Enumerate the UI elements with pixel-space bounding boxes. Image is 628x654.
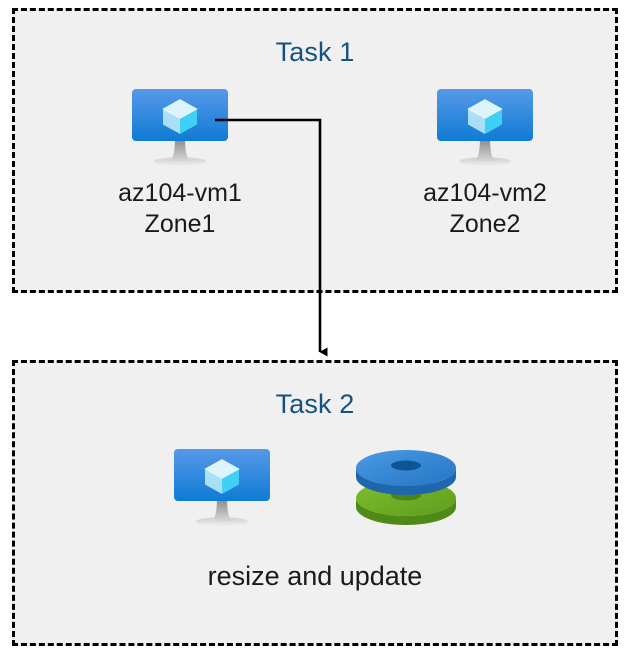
virtual-machine-icon — [132, 89, 228, 166]
vm-node-az104-vm1[interactable]: az104-vm1 Zone1 — [70, 86, 290, 239]
vm-label-az104-vm2: az104-vm2 Zone2 — [375, 178, 595, 239]
vm-zone: Zone1 — [144, 209, 216, 238]
task-2-container: Task 2 — [12, 360, 618, 646]
task-2-title: Task 2 — [275, 389, 355, 419]
vm-node-az104-vm2[interactable]: az104-vm2 Zone2 — [375, 86, 595, 239]
vm-name: az104-vm2 — [423, 179, 547, 207]
task-1-title: Task 1 — [275, 37, 355, 67]
virtual-machine-icon — [437, 89, 533, 166]
disks-icon — [356, 450, 456, 525]
task-2-icon-row — [15, 443, 615, 529]
task-1-container: Task 1 — [12, 8, 618, 293]
vm-name: az104-vm1 — [118, 179, 242, 207]
vm-zone: Zone2 — [449, 209, 521, 238]
virtual-machine-icon — [174, 449, 270, 526]
vm-label-az104-vm1: az104-vm1 Zone1 — [70, 178, 290, 239]
task-2-caption: resize and update — [207, 561, 423, 591]
